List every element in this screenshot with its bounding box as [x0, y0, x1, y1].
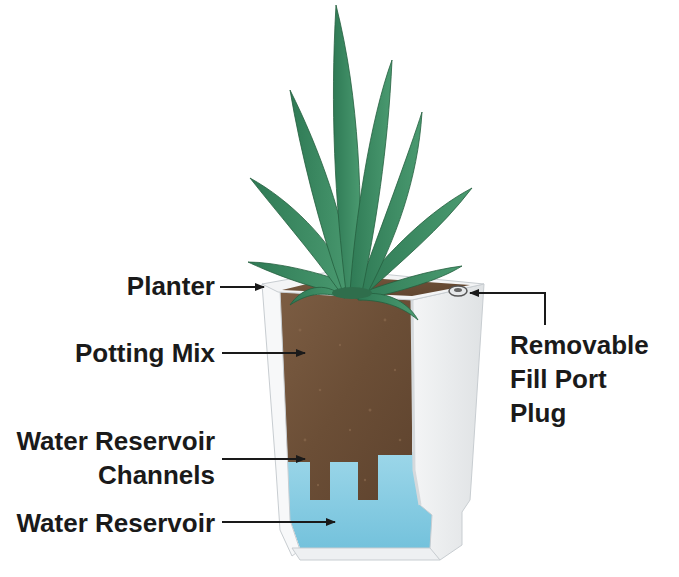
fill-port-hole: [454, 288, 462, 292]
part-label: Removable Fill Port Plug: [510, 328, 670, 430]
leader-line: [222, 521, 335, 523]
part-label: Planter: [0, 269, 215, 303]
leader-lines: [220, 287, 545, 522]
leader-line: [222, 352, 305, 354]
leader-line: [222, 458, 305, 460]
part-label: Water Reservoir Channels: [0, 424, 215, 492]
fill-port-plug: [449, 286, 467, 296]
plant-base: [332, 287, 372, 299]
soil-texture: [299, 319, 402, 487]
planter-wall: [262, 284, 300, 556]
planter-base: [292, 548, 440, 560]
planter-edge: [412, 300, 420, 505]
part-label: Potting Mix: [0, 336, 215, 370]
plant: [248, 5, 472, 320]
planter-face: [412, 284, 484, 560]
leader-line: [470, 293, 545, 325]
potting-mix: [278, 292, 412, 500]
leader-line: [220, 286, 264, 288]
part-label: Water Reservoir: [0, 506, 215, 540]
